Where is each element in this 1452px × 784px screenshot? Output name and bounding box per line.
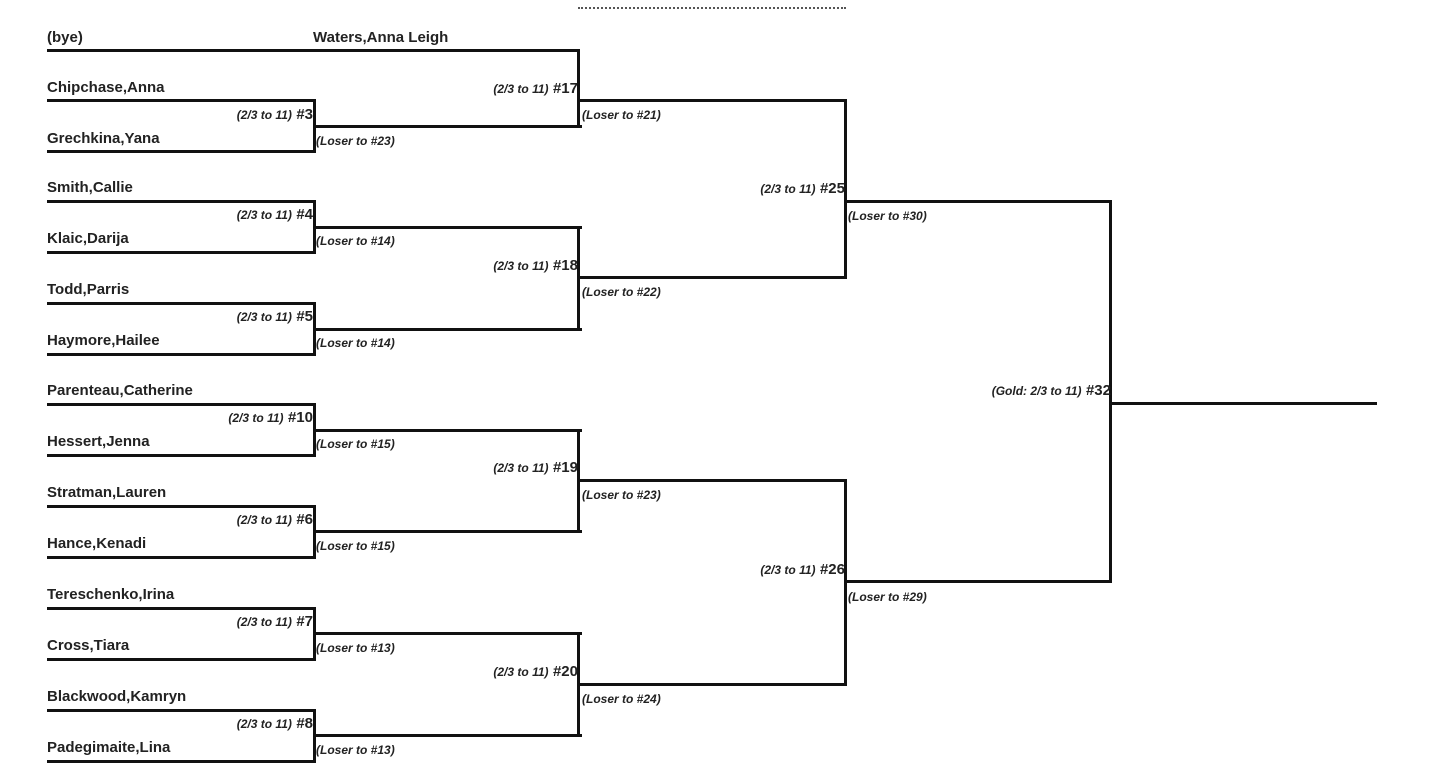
- match-label: (2/3 to 11) #26: [760, 561, 845, 578]
- r1-player-5-bottom: Hessert,Jenna: [47, 433, 150, 450]
- loser-label: (Loser to #15): [316, 539, 395, 553]
- r1-line: [47, 607, 316, 610]
- loser-label: (Loser to #22): [582, 285, 661, 299]
- match-label: (2/3 to 11) #5: [236, 308, 313, 325]
- r1-line: [47, 505, 316, 508]
- r1-line: [47, 403, 316, 406]
- r2-line: [313, 632, 582, 635]
- dotted-divider: [578, 7, 846, 9]
- r2-advanced-player: Waters,Anna Leigh: [313, 29, 449, 46]
- match-label: (2/3 to 11) #19: [493, 459, 578, 476]
- r3-connector: [844, 99, 847, 279]
- r3-line: [577, 683, 847, 686]
- r1-player-2-bottom: Grechkina,Yana: [47, 130, 160, 147]
- loser-label: (Loser to #21): [582, 108, 661, 122]
- r1-player-8-bottom: Padegimaite,Lina: [47, 739, 171, 756]
- r1-player-4-bottom: Haymore,Hailee: [47, 332, 160, 349]
- r3-line: [577, 276, 847, 279]
- loser-label: (Loser to #13): [316, 641, 395, 655]
- final-line: [844, 580, 1112, 583]
- loser-label: (Loser to #23): [316, 134, 395, 148]
- r1-line: [47, 150, 316, 153]
- match-label: (2/3 to 11) #7: [236, 613, 313, 630]
- r1-player-6-top: Stratman,Lauren: [47, 484, 167, 501]
- match-label: (2/3 to 11) #18: [493, 257, 578, 274]
- r1-player-4-top: Todd,Parris: [47, 281, 130, 298]
- r2-line: [313, 226, 582, 229]
- bye-line: [47, 49, 580, 52]
- final-line: [844, 200, 1112, 203]
- match-label: (2/3 to 11) #4: [236, 206, 313, 223]
- champion-line: [1109, 402, 1377, 405]
- loser-label: (Loser to #15): [316, 437, 395, 451]
- r1-line: [47, 251, 316, 254]
- r3-line: [577, 99, 847, 102]
- r3-line: [577, 479, 847, 482]
- r1-player-7-bottom: Cross,Tiara: [47, 637, 130, 654]
- final-connector: [1109, 200, 1112, 583]
- loser-label: (Loser to #14): [316, 336, 395, 350]
- r1-player-5-top: Parenteau,Catherine: [47, 382, 193, 399]
- r1-player-1-top: (bye): [47, 29, 83, 46]
- r1-player-3-top: Smith,Callie: [47, 179, 133, 196]
- loser-label: (Loser to #30): [848, 209, 927, 223]
- match-label: (2/3 to 11) #6: [236, 511, 313, 528]
- r2-line: [313, 125, 582, 128]
- loser-label: (Loser to #13): [316, 743, 395, 757]
- r1-line: [47, 760, 316, 763]
- match-label: (2/3 to 11) #17: [493, 80, 578, 97]
- r1-line: [47, 353, 316, 356]
- r1-line: [47, 302, 316, 305]
- r2-line: [313, 530, 582, 533]
- r1-player-3-bottom: Klaic,Darija: [47, 230, 129, 247]
- final-match-label: (Gold: 2/3 to 11) #32: [991, 382, 1111, 399]
- r1-line: [47, 99, 316, 102]
- r2-connector: [577, 49, 580, 128]
- r1-player-6-bottom: Hance,Kenadi: [47, 535, 147, 552]
- match-label: (2/3 to 11) #25: [760, 180, 845, 197]
- match-label: (2/3 to 11) #8: [236, 715, 313, 732]
- loser-label: (Loser to #14): [316, 234, 395, 248]
- r1-line: [47, 454, 316, 457]
- r2-line: [313, 328, 582, 331]
- r1-player-2-top: Chipchase,Anna: [47, 79, 165, 96]
- r2-line: [313, 429, 582, 432]
- r1-player-8-top: Blackwood,Kamryn: [47, 688, 187, 705]
- match-label: (2/3 to 11) #20: [493, 663, 578, 680]
- r1-line: [47, 200, 316, 203]
- r1-line: [47, 556, 316, 559]
- loser-label: (Loser to #29): [848, 590, 927, 604]
- r2-line: [313, 734, 582, 737]
- match-label: (2/3 to 11) #3: [236, 106, 313, 123]
- loser-label: (Loser to #24): [582, 692, 661, 706]
- r1-line: [47, 658, 316, 661]
- r1-line: [47, 709, 316, 712]
- r1-player-7-top: Tereschenko,Irina: [47, 586, 175, 603]
- loser-label: (Loser to #23): [582, 488, 661, 502]
- match-label: (2/3 to 11) #10: [228, 409, 313, 426]
